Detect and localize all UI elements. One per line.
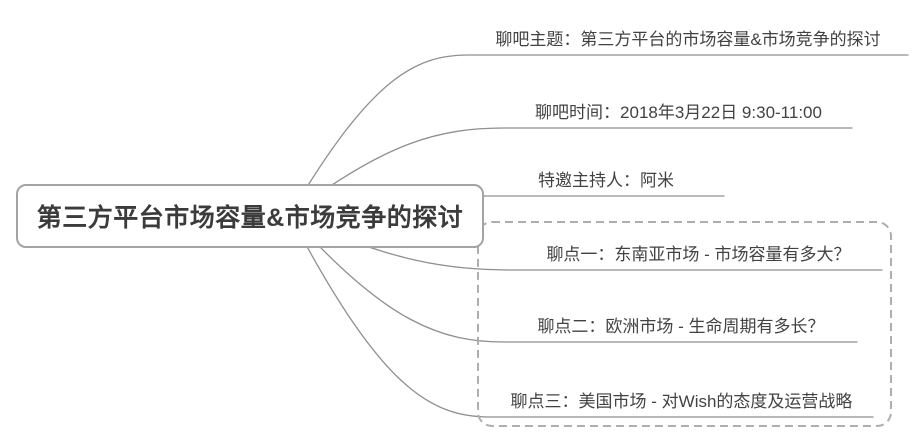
root-topic-node[interactable]: 第三方平台市场容量&市场竞争的探讨	[16, 184, 484, 248]
branch-node-chat-time[interactable]: 聊吧时间：2018年3月22日 9:30-11:00	[535, 103, 822, 122]
topic-group-boundary	[477, 221, 892, 427]
root-topic-label: 第三方平台市场容量&市场竞争的探讨	[36, 204, 464, 232]
branch-node-chat-topic[interactable]: 聊吧主题：第三方平台的市场容量&市场竞争的探讨	[495, 30, 881, 49]
branch-node-point-1[interactable]: 聊点一：东南亚市场 - 市场容量有多大？	[546, 245, 851, 264]
branch-node-point-2[interactable]: 聊点二：欧洲市场 - 生命周期有多长？	[537, 317, 825, 336]
connector-point-3	[289, 214, 874, 418]
connector-point-2	[289, 214, 858, 343]
branch-node-point-3[interactable]: 聊点三：美国市场 - 对Wish的态度及运营战略	[510, 392, 853, 411]
branch-node-chat-host[interactable]: 特邀主持人：阿米	[538, 171, 674, 190]
connector-chat-topic	[289, 54, 909, 216]
